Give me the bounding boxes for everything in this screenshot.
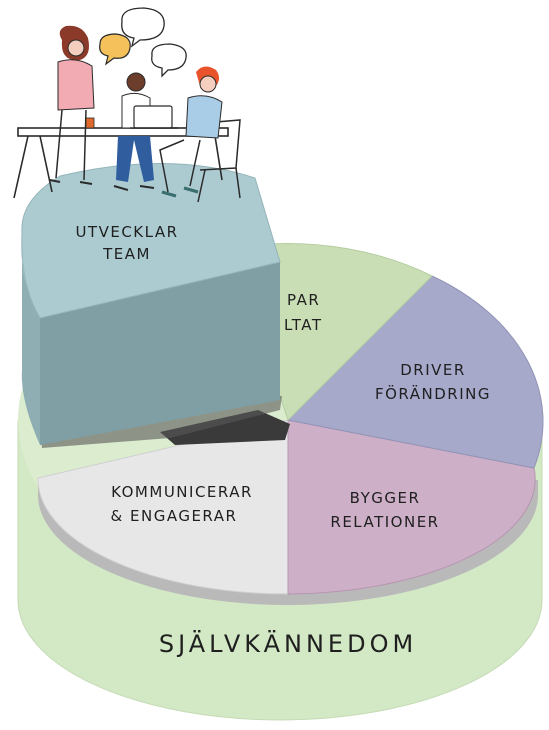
label-bygger-relationer-line2: RELATIONER — [330, 513, 439, 531]
label-bygger-relationer-line1: BYGGER — [350, 489, 421, 507]
base-label-sjalvkannedom: SJÄLVKÄNNEDOM — [159, 629, 417, 658]
segment-labels: UTVECKLAR TEAM PAR LTAT DRIVER FÖRÄNDRIN… — [75, 223, 491, 531]
segment-bygger-relationer — [287, 419, 536, 595]
label-driver-forandring-line1: DRIVER — [400, 361, 466, 379]
label-driver-forandring-line2: FÖRÄNDRING — [375, 384, 491, 403]
lifted-slice-front — [40, 262, 280, 445]
chair-icon — [197, 119, 241, 203]
lifted-slice-left — [21, 232, 40, 445]
pie-layer — [37, 243, 544, 605]
coffee-cup-icon — [85, 117, 95, 129]
team-illustration — [13, 7, 241, 203]
label-kommunicerar-engagerar-line2: & ENGAGERAR — [111, 507, 238, 525]
person-seated-right — [159, 66, 223, 198]
label-utvecklar-team-line1: UTVECKLAR — [75, 223, 178, 241]
label-skapar-resultat-line1: PAR — [287, 291, 320, 309]
speech-bubble-icon — [99, 7, 187, 78]
segment-driver-forandring — [286, 275, 544, 469]
label-utvecklar-team-line2: TEAM — [102, 245, 151, 263]
segment-kommunicerar-engagerar — [37, 419, 289, 595]
person-standing — [49, 25, 95, 185]
label-kommunicerar-engagerar-line1: KOMMUNICERAR — [111, 483, 253, 501]
lifted-slice-top — [21, 162, 281, 319]
pie-gap-shadow — [160, 410, 290, 445]
laptop-icon — [130, 105, 178, 129]
lifted-slice-utvecklar-team — [21, 162, 282, 448]
label-skapar-resultat-line2: LTAT — [284, 316, 323, 334]
